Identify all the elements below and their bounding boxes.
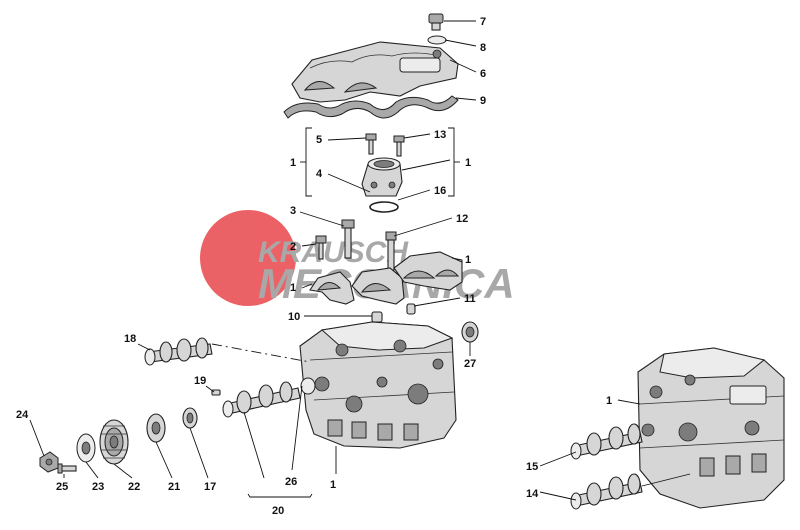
callout-1-cap-left: 1 [290,282,296,294]
callout-6: 6 [480,68,486,80]
cover-gasket [283,95,459,119]
camshaft-14 [570,473,691,510]
washer-25 [57,463,77,474]
valve-cover [291,41,459,103]
callout-11: 11 [464,293,476,305]
callout-1-cap-right: 1 [465,254,471,266]
camshaft-18 [144,337,311,366]
callout-3: 3 [290,205,296,217]
cylinder-head-center [299,321,457,449]
watermark-circle [200,210,296,306]
callout-19: 19 [194,375,206,387]
tensioner-o-ring [369,201,399,213]
valve-cover-group [283,13,459,119]
callout-20: 20 [272,505,284,517]
callout-1-head: 1 [330,479,336,491]
cap-bolt-3 [341,219,355,259]
callout-1-head-right: 1 [606,395,612,407]
camshaft-20 [222,377,316,418]
tensioner-screw-5 [365,133,377,155]
callout-4: 4 [316,168,323,180]
leader-lines [29,20,641,501]
callout-26: 26 [285,476,297,488]
callout-25: 25 [56,481,68,493]
callout-16: 16 [434,185,446,197]
tensioner-screw-13 [393,135,405,157]
callout-21: 21 [168,481,180,493]
callout-27: 27 [464,358,476,370]
callout-1-bracket-left: 1 [290,157,296,169]
bearing-caps [309,251,463,305]
cover-bolt [428,13,444,31]
hub-21 [146,413,166,443]
bolt-24 [39,451,59,473]
callout-14: 14 [526,488,539,500]
callout-7: 7 [480,16,486,28]
callout-10: 10 [288,311,300,323]
callout-13: 13 [434,129,446,141]
callout-8: 8 [480,42,486,54]
callout-23: 23 [92,481,104,493]
cam-pulley-22 [99,419,129,465]
cover-washer [427,35,447,45]
cam-seal-27 [461,321,479,343]
callout-5: 5 [316,134,322,146]
tensioner-body [361,157,403,197]
camshaft-15 [570,423,643,460]
callout-24: 24 [16,409,29,421]
tensioner-group [300,127,460,213]
callout-17: 17 [204,481,216,493]
seal-17 [182,407,198,429]
cylinder-head-right [637,347,785,509]
dowel-10 [371,311,383,323]
callout-18: 18 [124,333,136,345]
key-19 [211,389,221,396]
callout-12: 12 [456,213,468,225]
bearing-cap-group [309,219,463,323]
callout-2: 2 [290,241,296,253]
dowel-11 [406,303,416,315]
callout-22: 22 [128,481,140,493]
callout-9: 9 [480,95,486,107]
cap-stud-12 [385,231,397,271]
flange-23 [76,433,96,463]
watermark-line1: KRAUSCH [258,236,409,269]
cap-bolt-2 [315,235,327,260]
callout-labels: 7 8 6 9 5 13 1 1 4 16 3 12 2 1 1 11 10 1… [16,16,612,517]
callout-15: 15 [526,461,538,473]
callout-1-bracket-right: 1 [465,157,471,169]
